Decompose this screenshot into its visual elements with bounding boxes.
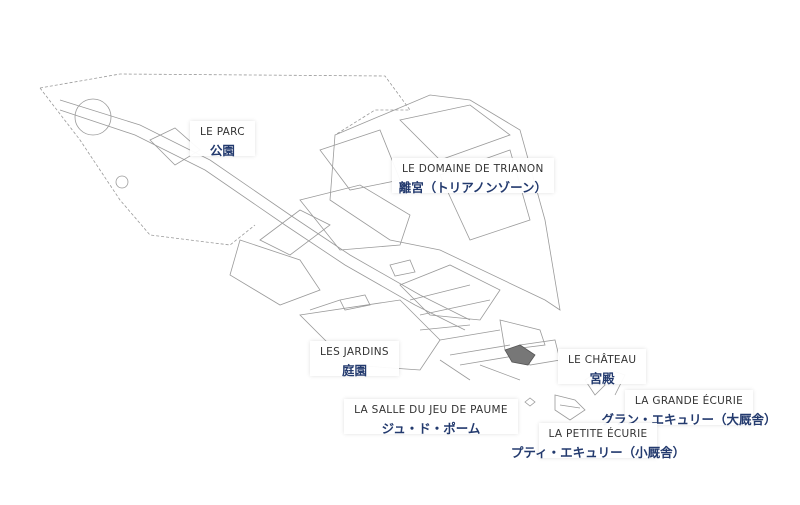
basin-small: [115, 175, 129, 189]
garden-grid: [419, 319, 561, 381]
garden-blocks: [229, 184, 501, 371]
basin: [74, 98, 112, 136]
grand-canal: [59, 99, 471, 331]
petite-ecurie: [554, 394, 586, 421]
park-boundary: [39, 73, 411, 246]
trianon-boundary: [329, 94, 561, 311]
chateau-building: [504, 344, 536, 366]
jeu-de-paume: [524, 397, 536, 407]
